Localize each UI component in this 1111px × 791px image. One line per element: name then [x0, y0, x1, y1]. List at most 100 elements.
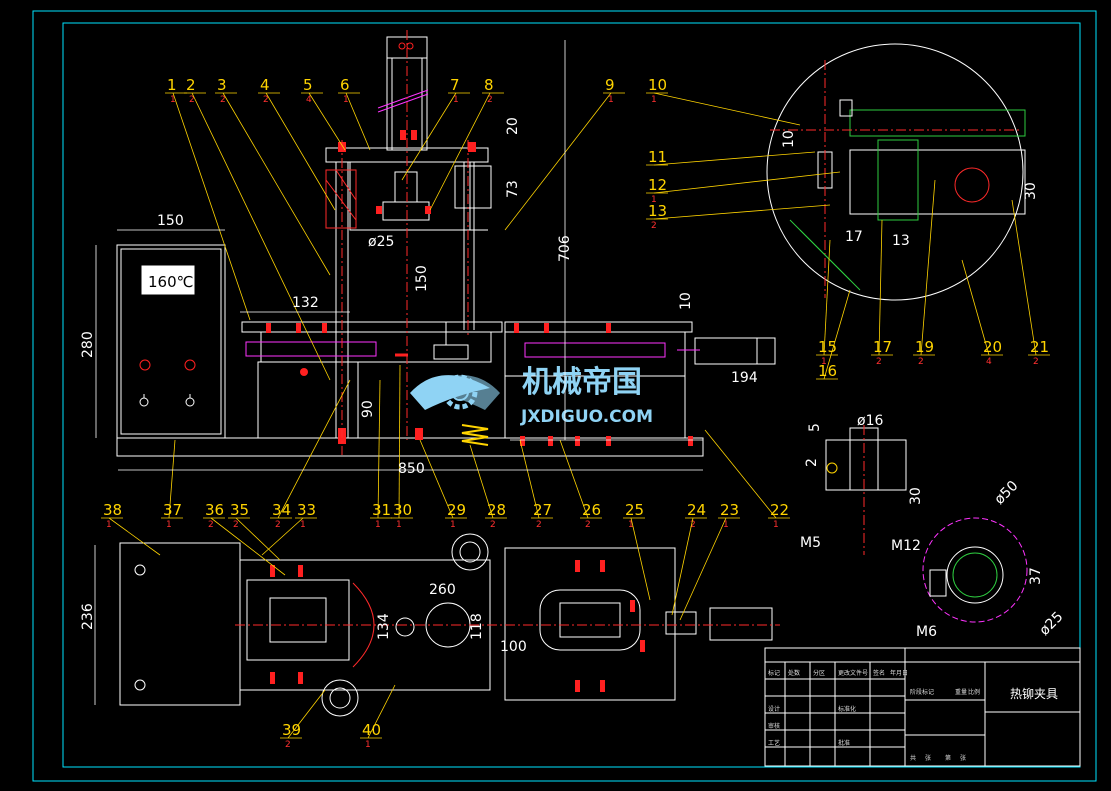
part-label-1: 1 — [167, 76, 177, 94]
leader-line — [377, 379, 381, 519]
dimension-text: 236 — [80, 603, 96, 630]
leader-line — [653, 171, 841, 194]
part-qty-31: 1 — [375, 520, 381, 530]
fasteners-top — [270, 560, 645, 692]
title-block — [764, 647, 1081, 767]
part-label-7: 7 — [450, 76, 460, 94]
dimension-text: 134 — [376, 613, 392, 640]
part-label-3: 3 — [217, 76, 227, 94]
leader-line — [108, 517, 161, 556]
part-label-31: 31 — [372, 501, 391, 519]
dimension-text: 5 — [807, 423, 823, 432]
dimension-text: 73 — [505, 180, 521, 198]
dimension-text: 37 — [1028, 567, 1044, 585]
part-label-4: 4 — [260, 76, 270, 94]
base-plate — [116, 437, 704, 457]
dimension-text: 13 — [892, 233, 910, 249]
dimension-text: M5 — [800, 535, 821, 551]
leader-line — [419, 439, 454, 519]
title-block-cell: 处数 — [788, 669, 800, 677]
centerlines-front — [341, 30, 469, 455]
leader-line — [653, 92, 801, 126]
part-qty-3: 2 — [220, 95, 226, 105]
part-label-35: 35 — [230, 501, 249, 519]
title-block-title: 热铆夹具 — [1010, 686, 1058, 701]
part-label-28: 28 — [487, 501, 506, 519]
dimension-text: ø25 — [1037, 609, 1067, 639]
part-qty-1: 1 — [170, 95, 176, 105]
part-qty-25: 1 — [628, 520, 634, 530]
part-qty-6: 1 — [343, 95, 349, 105]
title-block-cell: 标准化 — [838, 705, 856, 713]
leader-lines — [101, 92, 1050, 739]
part-qty-8: 2 — [487, 95, 493, 105]
watermark-cn: 机械帝国 — [522, 365, 642, 400]
part-qty-33: 1 — [300, 520, 306, 530]
section-circle-detail — [922, 517, 1028, 623]
title-block-cell: 重量 — [955, 688, 967, 696]
leader-line — [878, 219, 883, 356]
title-block-cell: 第 — [945, 754, 951, 762]
dimension-text: ø50 — [992, 478, 1022, 508]
leader-line — [671, 517, 694, 616]
title-block-cell: 工艺 — [768, 739, 780, 747]
leader-line — [168, 439, 176, 519]
leader-line — [653, 204, 831, 220]
part-label-21: 21 — [1030, 338, 1049, 356]
part-label-12: 12 — [648, 176, 667, 194]
part-label-5: 5 — [303, 76, 313, 94]
part-qty-12: 1 — [651, 195, 657, 205]
title-block-cell: 张 — [960, 754, 966, 762]
part-qty-15: 1 — [821, 357, 827, 367]
part-label-39: 39 — [282, 721, 301, 739]
dimension-text: 150 — [414, 265, 430, 292]
top-view — [119, 533, 780, 717]
part-label-38: 38 — [103, 501, 122, 519]
pin-detail — [825, 425, 907, 555]
part-label-13: 13 — [648, 202, 667, 220]
leader-line — [504, 92, 612, 231]
title-block-cell: 更改文件号 — [838, 669, 868, 677]
leader-line — [345, 92, 371, 151]
part-label-9: 9 — [605, 76, 615, 94]
dimension-text: 10 — [781, 130, 797, 148]
part-qty-9: 1 — [608, 95, 614, 105]
watermark-en: JXDIGUO.COM — [520, 407, 653, 427]
title-block-cell: 签名 — [873, 669, 885, 677]
right-fixture — [504, 321, 693, 333]
part-label-25: 25 — [625, 501, 644, 519]
part-label-6: 6 — [340, 76, 350, 94]
part-qty-24: 2 — [690, 520, 696, 530]
controller-display-window — [141, 265, 195, 295]
leader-line — [429, 92, 491, 211]
part-qty-30: 1 — [396, 520, 402, 530]
leader-line — [823, 289, 851, 380]
part-qty-34: 2 — [275, 520, 281, 530]
dimension-text: ø16 — [857, 413, 883, 429]
part-qty-4: 2 — [263, 95, 269, 105]
title-block-cells: 标记处数分区更改文件号签名年月日设计标准化阶段标记重量比例审核工艺批准共张第张 — [768, 669, 980, 762]
leader-line — [261, 517, 304, 556]
title-block-cell: 设计 — [768, 705, 780, 713]
inner-border — [62, 22, 1081, 768]
part-qty-26: 2 — [585, 520, 591, 530]
leader-line — [679, 517, 727, 621]
part-qty-28: 2 — [490, 520, 496, 530]
leader-line — [222, 92, 331, 276]
dimension-text: 20 — [505, 117, 521, 135]
leader-line — [367, 684, 396, 739]
leader-line — [704, 429, 777, 519]
part-label-17: 17 — [873, 338, 892, 356]
part-label-22: 22 — [770, 501, 789, 519]
leader-line — [630, 517, 651, 601]
part-label-24: 24 — [687, 501, 706, 519]
title-block-cell: 张 — [925, 754, 931, 762]
leader-line — [519, 439, 540, 519]
part-qty-35: 2 — [233, 520, 239, 530]
dimension-text: 150 — [157, 213, 184, 229]
leader-line — [1011, 199, 1037, 356]
part-label-15: 15 — [818, 338, 837, 356]
leader-line — [308, 92, 346, 151]
dimension-text: ø25 — [368, 234, 394, 250]
